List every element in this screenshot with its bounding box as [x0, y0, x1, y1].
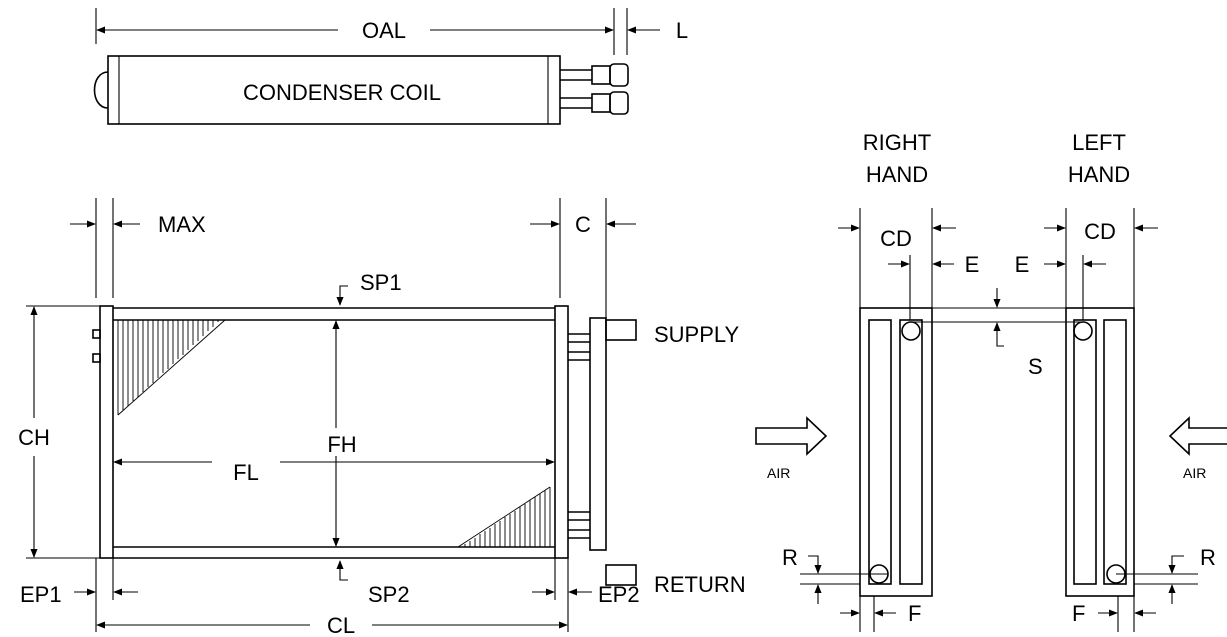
right-hand-label-line2: HAND — [866, 162, 928, 187]
sp1-arrow — [336, 285, 348, 306]
right-hand-tube-1 — [868, 319, 892, 585]
ep2-label: EP2 — [598, 582, 640, 607]
return-label: RETURN — [654, 572, 746, 597]
right-hand-top-connection — [901, 321, 921, 341]
left-cd-label: CD — [1084, 219, 1116, 244]
left-end-plate — [99, 305, 114, 559]
top-return-cap — [609, 91, 629, 115]
air-arrow-left-icon — [1168, 416, 1227, 456]
supply-connection — [605, 319, 637, 341]
left-hand-tube-1 — [1073, 319, 1097, 585]
air-left-label: AIR — [767, 465, 790, 481]
s-arrow-up — [993, 322, 1004, 347]
fin-hatch-top-left — [117, 319, 226, 416]
c-label: C — [575, 212, 591, 237]
left-hand-label-line2: HAND — [1068, 162, 1130, 187]
ch-label: CH — [18, 425, 50, 450]
air-arrow-right-icon — [755, 416, 828, 456]
top-coil-return-bend — [93, 71, 109, 109]
cl-label: CL — [327, 613, 355, 637]
right-f-label: F — [908, 601, 921, 626]
right-r-label: R — [782, 545, 798, 570]
sp2-arrow — [336, 560, 348, 581]
right-hand-label-line1: RIGHT — [863, 130, 931, 155]
front-view: MAX C SP1 — [18, 198, 746, 637]
left-hand-top-connection — [1073, 321, 1093, 341]
fl-label: FL — [233, 460, 259, 485]
left-hand-casing — [1065, 307, 1135, 597]
fin-hatch-bottom-right — [457, 486, 551, 548]
supply-label: SUPPLY — [654, 322, 740, 347]
s-label: S — [1028, 354, 1043, 379]
left-hand-label-line1: LEFT — [1072, 130, 1126, 155]
condenser-coil-title: CONDENSER COIL — [243, 80, 441, 105]
right-hand-casing — [859, 307, 933, 597]
side-views: RIGHT HAND LEFT HAND CD CD E E — [755, 130, 1227, 632]
max-label: MAX — [158, 212, 206, 237]
left-e-label: E — [1015, 252, 1030, 277]
sp1-label: SP1 — [360, 270, 402, 295]
oal-label: OAL — [362, 18, 406, 43]
right-end-plate — [554, 305, 569, 559]
top-view: OAL L CONDENSER COIL — [93, 8, 688, 125]
header-manifold — [589, 317, 607, 551]
sp2-label: SP2 — [368, 582, 410, 607]
right-r-arrow-down — [808, 555, 822, 574]
air-right-label: AIR — [1183, 465, 1206, 481]
l-label: L — [676, 18, 688, 43]
top-coil-body — [107, 55, 561, 125]
left-f-label: F — [1072, 601, 1085, 626]
right-cd-label: CD — [880, 226, 912, 251]
return-connection — [605, 564, 637, 586]
left-r-label: R — [1200, 545, 1216, 570]
top-return-fitting — [591, 93, 611, 113]
left-hand-tube-2 — [1103, 319, 1127, 585]
right-hand-tube-2 — [899, 319, 923, 585]
right-e-label: E — [965, 252, 980, 277]
ep1-label: EP1 — [20, 582, 62, 607]
top-supply-cap — [609, 63, 629, 87]
top-supply-fitting — [591, 65, 611, 85]
left-r-arrow-down — [1168, 555, 1184, 574]
fh-label: FH — [327, 432, 356, 457]
